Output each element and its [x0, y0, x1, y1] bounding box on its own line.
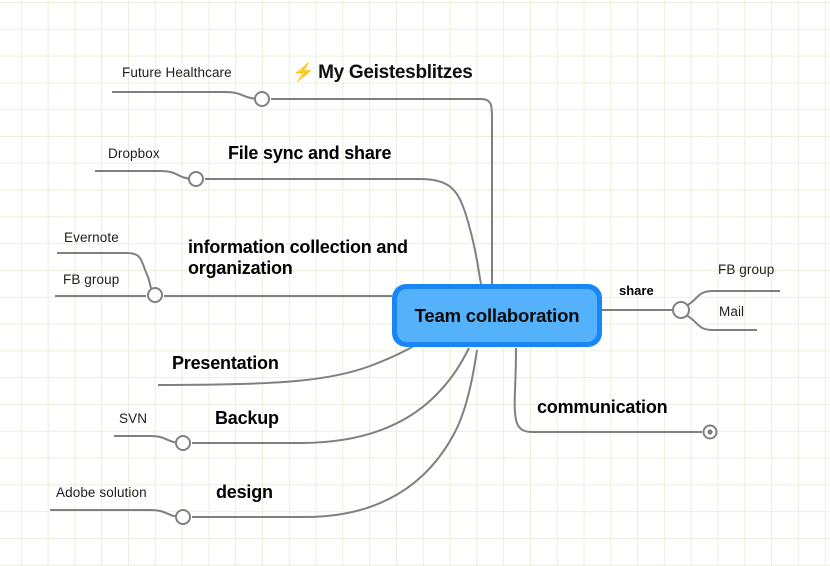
branch-label-backup[interactable]: Backup	[215, 408, 279, 428]
connector-dot-info	[147, 287, 163, 303]
child-label-future-healthcare[interactable]: Future Healthcare	[122, 65, 232, 80]
branch-label-information-collection-and-organization[interactable]: information collection and organization	[188, 237, 438, 279]
edge-dropbox	[95, 170, 197, 180]
child-label-evernote[interactable]: Evernote	[64, 230, 119, 245]
branch-label-communication[interactable]: communication	[537, 397, 668, 417]
info-label-line1: information collection and	[188, 237, 408, 257]
connector-dot-design	[175, 509, 191, 525]
root-node-team-collaboration[interactable]: Team collaboration	[392, 284, 602, 347]
lightning-bolt-icon: ⚡	[292, 62, 315, 82]
collapsed-node-indicator	[707, 429, 713, 435]
edge-svn	[114, 435, 184, 444]
branch-label-presentation[interactable]: Presentation	[172, 353, 279, 373]
edge-communication-trunk	[513, 347, 702, 433]
child-label-adobe-solution[interactable]: Adobe solution	[56, 485, 147, 500]
map-title: ⚡My Geistesblitzes	[292, 62, 473, 84]
child-label-fb-group-right[interactable]: FB group	[718, 262, 775, 277]
connector-dot-file-sync	[188, 171, 204, 187]
map-title-text: My Geistesblitzes	[318, 62, 473, 83]
root-node-label: Team collaboration	[414, 304, 580, 326]
branch-label-share[interactable]: share	[619, 283, 654, 298]
child-label-svn[interactable]: SVN	[119, 411, 148, 426]
child-label-dropbox[interactable]: Dropbox	[108, 146, 160, 161]
edge-future-healthcare	[112, 91, 263, 100]
connector-dot-file-sync-top	[254, 91, 270, 107]
connector-dot-communication-collapsed	[702, 424, 718, 440]
connector-dot-backup	[175, 435, 191, 451]
info-label-line2: organization	[188, 258, 293, 279]
child-label-mail[interactable]: Mail	[719, 304, 745, 319]
connector-dot-share	[672, 301, 690, 319]
branch-label-design[interactable]: design	[216, 482, 273, 502]
root-node-inner: Team collaboration	[397, 289, 597, 342]
branch-label-file-sync-and-share[interactable]: File sync and share	[228, 143, 392, 163]
edge-adobe-solution	[50, 509, 184, 518]
child-label-fb-group-left[interactable]: FB group	[63, 272, 120, 287]
